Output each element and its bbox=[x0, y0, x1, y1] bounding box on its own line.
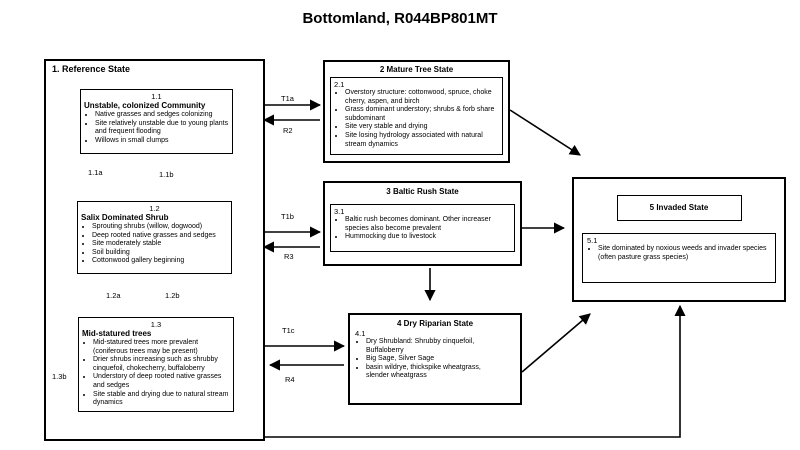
dry-riparian-state-box: 4 Dry Riparian State 4.1 Dry Shrubland: … bbox=[348, 313, 522, 405]
state-bullets: Site dominated by noxious weeds and inva… bbox=[587, 245, 771, 262]
list-item: Mid-statured trees more prevalent (conif… bbox=[93, 339, 230, 356]
label-t1a: T1a bbox=[281, 94, 294, 103]
label-1-2a: 1.2a bbox=[106, 291, 121, 300]
state-bullets: Overstory structure: cottonwood, spruce,… bbox=[334, 89, 499, 149]
state-id: 2.1 bbox=[334, 80, 345, 89]
community-bullets: Native grasses and sedges colonizing Sit… bbox=[84, 111, 229, 145]
list-item: Drier shrubs increasing such as shrubby … bbox=[93, 356, 230, 373]
state-inner-box: 5.1 Site dominated by noxious weeds and … bbox=[582, 233, 776, 283]
list-item: Hummocking due to livestock bbox=[345, 233, 511, 242]
list-item: Deep rooted native grasses and sedges bbox=[92, 232, 228, 241]
state-id: 3.1 bbox=[334, 207, 345, 216]
state-heading: 5 Invaded State bbox=[649, 203, 709, 212]
community-id: 1.2 bbox=[149, 204, 160, 213]
label-r3: R3 bbox=[284, 252, 294, 261]
list-item: Sprouting shrubs (willow, dogwood) bbox=[92, 223, 228, 232]
state-id: 4.1 bbox=[355, 329, 366, 338]
label-1-1a: 1.1a bbox=[88, 168, 103, 177]
state-heading: 4 Dry Riparian State bbox=[396, 319, 474, 328]
list-item: Dry Shrubland: Shrubby cinquefoil, Buffa… bbox=[366, 338, 486, 355]
list-item: Big Sage, Silver Sage bbox=[366, 355, 486, 364]
community-1-3-box: 1.3 Mid-statured trees Mid-statured tree… bbox=[78, 317, 234, 412]
list-item: Site relatively unstable due to young pl… bbox=[95, 120, 229, 137]
invaded-state-box: 5 Invaded State 5.1 Site dominated by no… bbox=[572, 177, 786, 302]
list-item: Site very stable and drying bbox=[345, 123, 499, 132]
community-1-2-box: 1.2 Salix Dominated Shrub Sprouting shru… bbox=[77, 201, 232, 274]
list-item: Willows in small clumps bbox=[95, 137, 229, 146]
state-inner-box: 3.1 Baltic rush becomes dominant. Other … bbox=[330, 204, 515, 252]
list-item: Native grasses and sedges colonizing bbox=[95, 111, 229, 120]
mature-tree-state-box: 2 Mature Tree State 2.1 Overstory struct… bbox=[323, 60, 510, 163]
community-bullets: Sprouting shrubs (willow, dogwood) Deep … bbox=[81, 223, 228, 266]
community-bullets: Mid-statured trees more prevalent (conif… bbox=[82, 339, 230, 408]
list-item: Site losing hydrology associated with na… bbox=[345, 132, 499, 149]
label-1-2b: 1.2b bbox=[165, 291, 180, 300]
baltic-rush-state-box: 3 Baltic Rush State 3.1 Baltic rush beco… bbox=[323, 181, 522, 266]
list-item: Soil building bbox=[92, 249, 228, 258]
list-item: Site moderately stable bbox=[92, 240, 228, 249]
label-t1c: T1c bbox=[282, 326, 295, 335]
label-r2: R2 bbox=[283, 126, 293, 135]
list-item: Site dominated by noxious weeds and inva… bbox=[598, 245, 771, 262]
state-id: 5.1 bbox=[587, 236, 598, 245]
community-id: 1.3 bbox=[150, 320, 162, 329]
list-item: Grass dominant understory; shrubs & forb… bbox=[345, 106, 499, 123]
label-r4: R4 bbox=[285, 375, 295, 384]
list-item: Cottonwood gallery beginning bbox=[92, 257, 228, 266]
label-1-3b: 1.3b bbox=[52, 372, 67, 381]
arrow-ref-to-5-bottom bbox=[248, 304, 686, 438]
list-item: Baltic rush becomes dominant. Other incr… bbox=[345, 216, 511, 233]
list-item: Site stable and drying due to natural st… bbox=[93, 391, 230, 408]
diagram-title: Bottomland, R044BP801MT bbox=[302, 10, 498, 27]
community-1-1-box: 1.1 Unstable, colonized Community Native… bbox=[80, 89, 233, 154]
list-item: Overstory structure: cottonwood, spruce,… bbox=[345, 89, 499, 106]
community-id: 1.1 bbox=[151, 92, 162, 101]
community-name: Mid-statured trees bbox=[82, 329, 152, 338]
invaded-heading-box: 5 Invaded State bbox=[616, 195, 742, 221]
community-name: Salix Dominated Shrub bbox=[81, 213, 169, 222]
label-t1b: T1b bbox=[281, 212, 294, 221]
state-inner-box: 2.1 Overstory structure: cottonwood, spr… bbox=[330, 77, 503, 155]
state-bullets: Dry Shrubland: Shrubby cinquefoil, Buffa… bbox=[355, 338, 486, 381]
state-heading: 2 Mature Tree State bbox=[379, 65, 454, 74]
community-name: Unstable, colonized Community bbox=[84, 101, 206, 110]
list-item: basin wildrye, thickspike wheatgrass, sl… bbox=[366, 364, 486, 381]
arrow-4-to-5 bbox=[521, 313, 591, 373]
list-item: Understory of deep rooted native grasses… bbox=[93, 373, 230, 390]
state-bullets: Baltic rush becomes dominant. Other incr… bbox=[334, 216, 511, 242]
state-heading: 3 Baltic Rush State bbox=[386, 187, 459, 196]
reference-state-heading: 1. Reference State bbox=[52, 64, 131, 74]
arrow-2-to-5 bbox=[509, 109, 581, 156]
label-1-1b: 1.1b bbox=[159, 170, 174, 179]
